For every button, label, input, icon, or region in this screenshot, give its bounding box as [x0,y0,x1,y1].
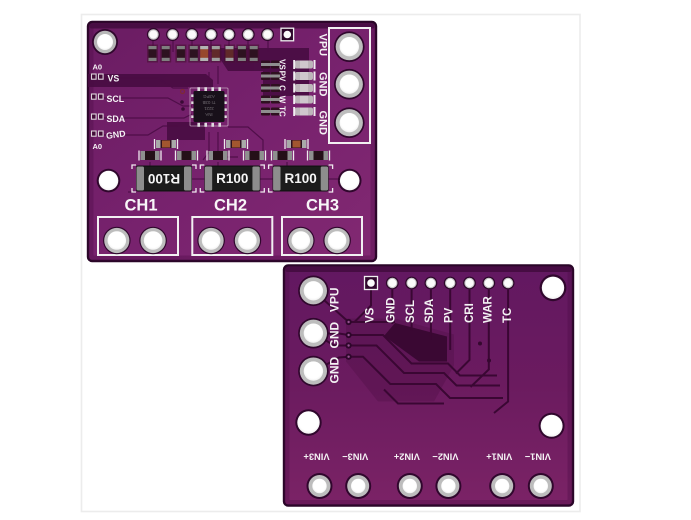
svg-text:CH1: CH1 [125,197,158,215]
svg-text:VIN2+: VIN2+ [393,452,420,462]
svg-text:PV: PV [444,307,456,323]
svg-text:GND: GND [328,357,342,384]
svg-text:VS: VS [278,59,287,70]
svg-text:INA: INA [205,112,212,117]
svg-text:R100: R100 [216,171,248,186]
svg-text:GND: GND [317,111,329,136]
svg-text:TC: TC [278,106,287,117]
svg-text:A0: A0 [93,63,103,72]
svg-text:GND: GND [317,72,329,97]
svg-text:SCL: SCL [405,300,417,323]
svg-text:PV: PV [278,71,287,82]
svg-text:GND: GND [386,297,398,323]
svg-text:VIN3−: VIN3− [342,452,369,462]
svg-text:SCL: SCL [107,94,125,104]
svg-text:VIN2−: VIN2− [432,452,459,462]
svg-text:VPU: VPU [328,287,342,312]
svg-text:VIN3+: VIN3+ [303,452,330,462]
svg-text:R100: R100 [284,171,316,186]
svg-text:GND: GND [105,128,126,141]
svg-text:C: C [278,85,287,91]
svg-text:SDA: SDA [107,114,126,124]
svg-text:WAR: WAR [483,295,495,323]
svg-text:W: W [278,96,287,104]
svg-text:CH3: CH3 [306,197,339,215]
svg-text:TC: TC [502,308,514,323]
svg-text:SDA: SDA [424,299,436,323]
svg-text:3221: 3221 [204,106,214,111]
svg-text:A3PG: A3PG [203,94,215,99]
svg-text:VIN1+: VIN1+ [486,452,513,462]
svg-text:R100: R100 [148,171,180,186]
svg-text:CH2: CH2 [214,197,247,215]
svg-text:A0: A0 [93,142,103,151]
svg-text:GND: GND [328,322,342,349]
svg-text:VS: VS [365,307,377,323]
svg-text:TI 03B: TI 03B [202,100,215,105]
svg-text:VS: VS [108,74,120,84]
svg-text:VIN1−: VIN1− [524,452,551,462]
svg-text:VPU: VPU [317,34,329,57]
svg-text:CRI: CRI [464,303,476,323]
